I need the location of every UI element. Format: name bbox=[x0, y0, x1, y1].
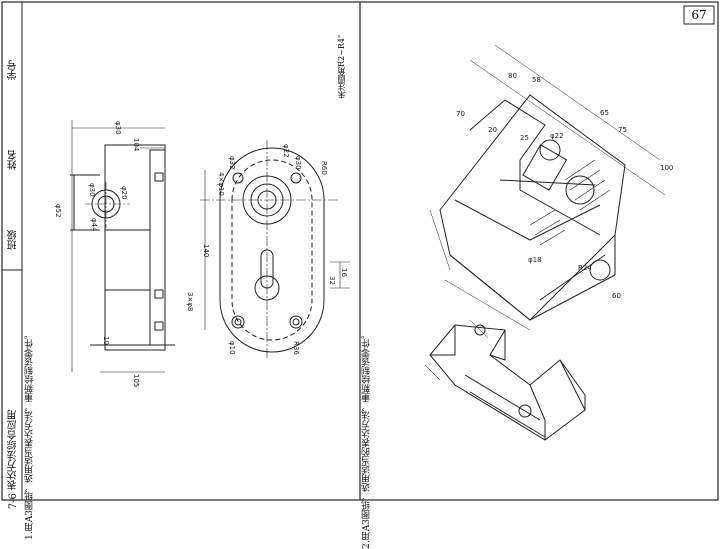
left-instruction: 1.用A3图纸，选用适当表达方法，重新绘制该零件。 bbox=[25, 330, 35, 540]
front-view-dims: φ32 φ22 φ30 R60 4×φ10 140 32 16 φ10 R36 bbox=[202, 144, 348, 355]
svg-text:65: 65 bbox=[600, 109, 609, 117]
svg-text:3×φ8: 3×φ8 bbox=[186, 292, 194, 311]
iso-part-bottom bbox=[424, 319, 586, 441]
svg-text:80: 80 bbox=[508, 72, 517, 80]
class-label: 班级 bbox=[8, 230, 19, 250]
side-view-dims: φ30 104 φ52 φ30 φ44 φ20 105 3×φ8 10 bbox=[54, 121, 194, 387]
svg-text:φ18: φ18 bbox=[528, 256, 542, 264]
name-label: 姓名 bbox=[8, 150, 19, 170]
left-title: 7-6 表达方法综合应用 bbox=[8, 410, 19, 510]
svg-text:φ22: φ22 bbox=[550, 132, 564, 140]
svg-text:R24: R24 bbox=[578, 264, 592, 272]
svg-text:105: 105 bbox=[132, 374, 140, 387]
svg-text:20: 20 bbox=[488, 126, 497, 134]
fillet-note: 未注圆角R2~R4。 bbox=[337, 30, 346, 99]
svg-text:φ32: φ32 bbox=[228, 156, 236, 170]
dim-86: φ30 bbox=[114, 121, 122, 135]
svg-text:58: 58 bbox=[532, 76, 541, 84]
svg-text:φ30: φ30 bbox=[294, 156, 302, 170]
svg-text:104: 104 bbox=[132, 138, 140, 152]
side-view bbox=[70, 120, 175, 373]
svg-text:25: 25 bbox=[520, 134, 529, 142]
svg-text:φ22: φ22 bbox=[282, 144, 290, 158]
svg-text:70: 70 bbox=[456, 110, 465, 118]
student-id-label: 学号 bbox=[8, 60, 19, 80]
iso-part-top bbox=[429, 44, 666, 331]
svg-text:60: 60 bbox=[612, 292, 621, 300]
svg-text:4×φ10: 4×φ10 bbox=[217, 172, 225, 196]
svg-text:140: 140 bbox=[202, 244, 210, 257]
svg-text:φ30: φ30 bbox=[88, 183, 96, 197]
svg-text:φ44: φ44 bbox=[90, 218, 98, 232]
svg-text:10: 10 bbox=[102, 336, 110, 345]
svg-text:16: 16 bbox=[340, 268, 348, 277]
svg-text:φ10: φ10 bbox=[228, 341, 236, 355]
right-instruction: 2.用A3图纸，选用适当的表达方法，重新绘制该零件。 bbox=[362, 330, 372, 549]
svg-text:R60: R60 bbox=[320, 161, 328, 175]
front-view bbox=[200, 140, 350, 360]
page-number: 67 bbox=[691, 8, 707, 22]
svg-text:φ20: φ20 bbox=[120, 186, 128, 200]
svg-text:φ52: φ52 bbox=[54, 204, 62, 218]
iso-top-dims: 80 58 70 20 25 φ22 65 75 100 φ18 R24 60 bbox=[456, 72, 673, 300]
svg-text:32: 32 bbox=[328, 276, 336, 285]
svg-text:75: 75 bbox=[618, 126, 627, 134]
svg-text:R36: R36 bbox=[292, 341, 300, 355]
svg-text:100: 100 bbox=[660, 164, 673, 172]
drawing-sheet: φ30 104 φ52 φ30 φ44 φ20 105 3×φ8 10 φ32 … bbox=[1, 1, 719, 501]
